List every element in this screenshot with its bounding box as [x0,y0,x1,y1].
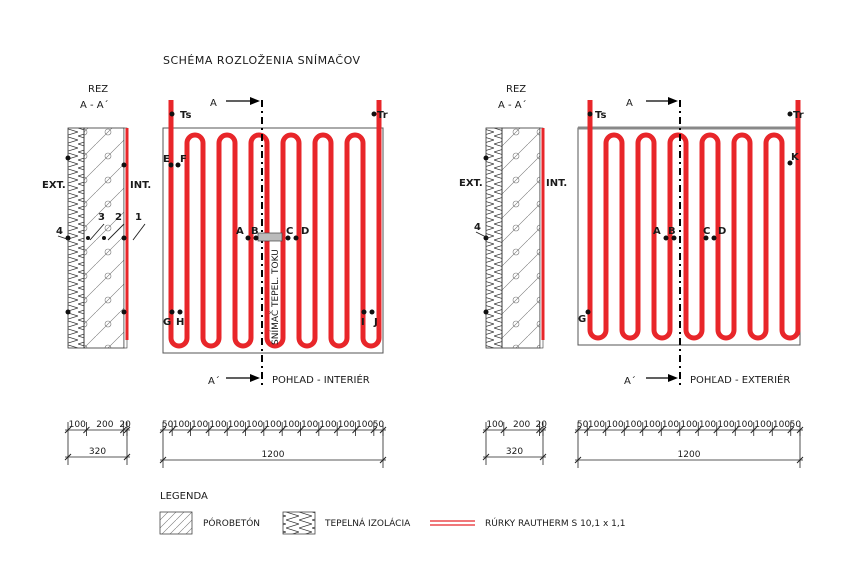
left-section-sub: A - A´ [80,99,109,111]
left-view-dim-segment-11: 100 [356,420,373,430]
left-view-dim-segment-6: 100 [264,420,281,430]
left-view-dim-segment-5: 100 [246,420,263,430]
right-view-dim-segment-1: 100 [588,420,605,430]
label-ts-left: Ts [180,110,191,121]
right-layer-4-label: 4 [474,222,481,233]
right-view-dim-segment-7: 100 [699,420,716,430]
label-c-left: C [286,226,293,237]
right-section-dim-segment-1: 200 [513,420,530,430]
label-tr-right: Tr [793,110,804,121]
left-int-label: INT. [130,180,151,191]
left-view-dim-segment-9: 100 [319,420,336,430]
left-view-dim-segment-1: 100 [173,420,190,430]
left-view-dim-total: 1200 [262,450,285,460]
label-k: K [791,152,800,163]
right-view-dim-segment-3: 100 [625,420,642,430]
label-e: E [163,154,170,165]
left-view-dim-segment-10: 100 [338,420,355,430]
label-b-right: B [668,226,676,237]
left-section-dim-segment-0: 100 [69,420,86,430]
right-cut-top-label: A [626,98,633,109]
label-ts-right: Ts [595,110,606,121]
right-view-dim-segment-8: 100 [717,420,734,430]
diagram-title: SCHÉMA ROZLOŽENIA SNÍMAČOV [163,54,361,67]
right-pipe-coil [587,100,801,341]
right-section-dim-segment-0: 100 [486,420,503,430]
left-view-dim-segment-2: 100 [191,420,208,430]
right-view-dim-segment-11: 100 [773,420,790,430]
label-b-left: B [251,226,259,237]
layer-4-label: 4 [56,226,63,237]
left-section-dim-segment-2: 20 [119,420,131,430]
left-section-dim-segment-1: 200 [96,420,113,430]
right-section-sub: A - A´ [498,99,527,111]
right-view-dim-segment-2: 100 [606,420,623,430]
right-view-dim-segment-9: 100 [736,420,753,430]
left-view-dim-segment-7: 100 [283,420,300,430]
legend-item-insulation: TEPELNÁ IZOLÁCIA [324,517,411,529]
left-ext-label: EXT. [42,180,66,191]
right-view-dim-segment-12: 50 [790,420,802,430]
layer-2-label: 2 [115,212,122,223]
left-view-dim-segment-8: 100 [301,420,318,430]
right-int-label: INT. [546,178,567,189]
label-tr-left: Tr [377,110,388,121]
pipe-line-icon [430,520,475,526]
right-section-cut: REZ A - A´ EXT. INT. 4 [459,84,567,349]
legend-title: LEGENDA [160,491,208,502]
left-cut-top-label: A [210,98,217,109]
left-view-dim-segment-4: 100 [228,420,245,430]
right-view-label: POHĽAD - EXTERIÉR [690,373,790,386]
right-view-dim-segment-0: 50 [577,420,589,430]
right-section-dim-total: 320 [506,447,523,457]
label-g-right: G [578,314,586,325]
label-d-right: D [718,226,726,237]
legend-item-porobeton: PÓROBETÓN [203,517,260,529]
left-view-dim-segment-3: 100 [209,420,226,430]
layer-1-label: 1 [135,212,142,223]
legend-item-pipes: RÚRKY RAUTHERM S 10,1 x 1,1 [485,517,625,529]
legend: LEGENDA PÓROBETÓN TEPELNÁ IZOLÁCIA RÚRKY… [159,491,625,535]
right-porobeton-layer [501,127,541,349]
left-view-dim-segment-0: 50 [162,420,174,430]
left-cut-bottom-label: A´ [208,375,220,387]
right-cut-bottom-label: A´ [624,375,636,387]
label-a-right: A [653,226,661,237]
porobeton-hatch-icon [159,511,193,535]
left-view: A A´ POHĽAD - INTERIÉR SNÍMAČ TEPEL. TOK… [162,97,388,388]
right-view-dim-segment-4: 100 [643,420,660,430]
left-section-title: REZ [88,84,108,95]
label-f: F [180,154,187,165]
heat-flux-sensor-label: SNÍMAČ TEPEL. TOKU [269,249,281,345]
label-i: I [361,317,365,328]
label-h: H [176,317,184,328]
label-a-left: A [236,226,244,237]
layer-3-label: 3 [98,212,105,223]
heat-flux-sensor [257,232,283,242]
left-view-label: POHĽAD - INTERIÉR [272,373,370,386]
left-view-dim-segment-12: 50 [373,420,385,430]
right-view-dim-total: 1200 [678,450,701,460]
right-section-dim-segment-2: 20 [535,420,547,430]
left-section-cut: REZ A - A´ EXT. INT. 1 2 3 4 [42,84,151,349]
right-view: A A´ POHĽAD - EXTERIÉR Ts Tr K A B C D G [577,97,804,388]
right-section-title: REZ [506,84,526,95]
right-view-dim-segment-5: 100 [662,420,679,430]
right-view-dim-segment-6: 100 [680,420,697,430]
right-ext-label: EXT. [459,178,483,189]
insulation-zigzag-icon [282,511,316,535]
label-d-left: D [301,226,309,237]
label-j: J [373,317,378,328]
right-view-dim-segment-10: 100 [754,420,771,430]
left-section-dim-total: 320 [89,447,106,457]
left-wall-frame [162,127,384,354]
label-c-right: C [703,226,710,237]
label-g-left: G [163,317,171,328]
left-pipe-coil [168,100,382,349]
